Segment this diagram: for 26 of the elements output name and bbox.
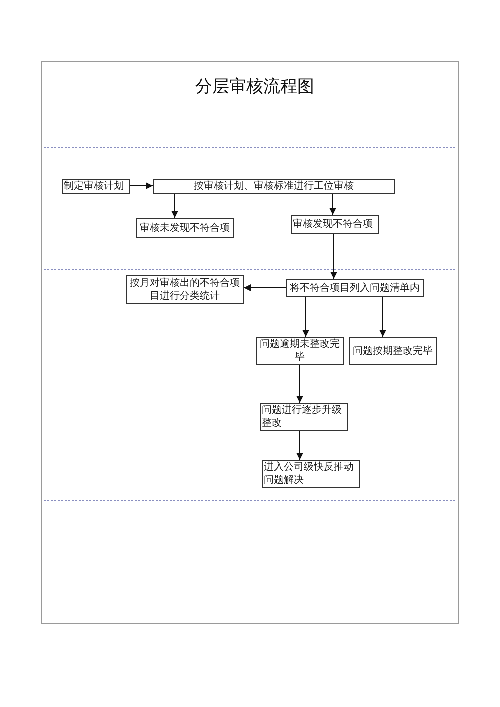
step-text: 按月对审核出的不符合项目进行分类统计	[129, 276, 241, 302]
arrow	[172, 194, 178, 218]
arrow	[330, 194, 336, 216]
arrow	[380, 296, 386, 338]
step-text: 问题进行逐步升级整改	[262, 404, 343, 430]
arrow	[244, 284, 286, 292]
process-box	[62, 179, 130, 194]
diagram-title: 分层审核流程图	[194, 76, 316, 98]
step-text: 制定审核计划	[64, 180, 125, 193]
arrow	[330, 234, 338, 280]
arrow	[296, 364, 304, 404]
step-text: 审核发现不符合项	[293, 218, 374, 231]
process-box	[136, 218, 234, 238]
step-text: 按审核计划、审核标准进行工位审核	[193, 180, 355, 193]
arrow	[296, 430, 304, 460]
step-text: 将不符合项目列入问题清单内	[289, 282, 421, 294]
process-box	[153, 179, 395, 194]
step-text: 问题按期整改完毕	[352, 344, 434, 358]
process-box	[291, 215, 379, 234]
step-text: 审核未发现不符合项	[139, 222, 231, 234]
step-text: 进入公司级快反推动问题解决	[264, 461, 355, 487]
step-text: 问题逾期未整改完毕	[259, 338, 341, 364]
process-box	[286, 279, 424, 297]
arrow	[302, 296, 310, 338]
arrow	[130, 182, 154, 190]
process-box	[349, 337, 437, 365]
